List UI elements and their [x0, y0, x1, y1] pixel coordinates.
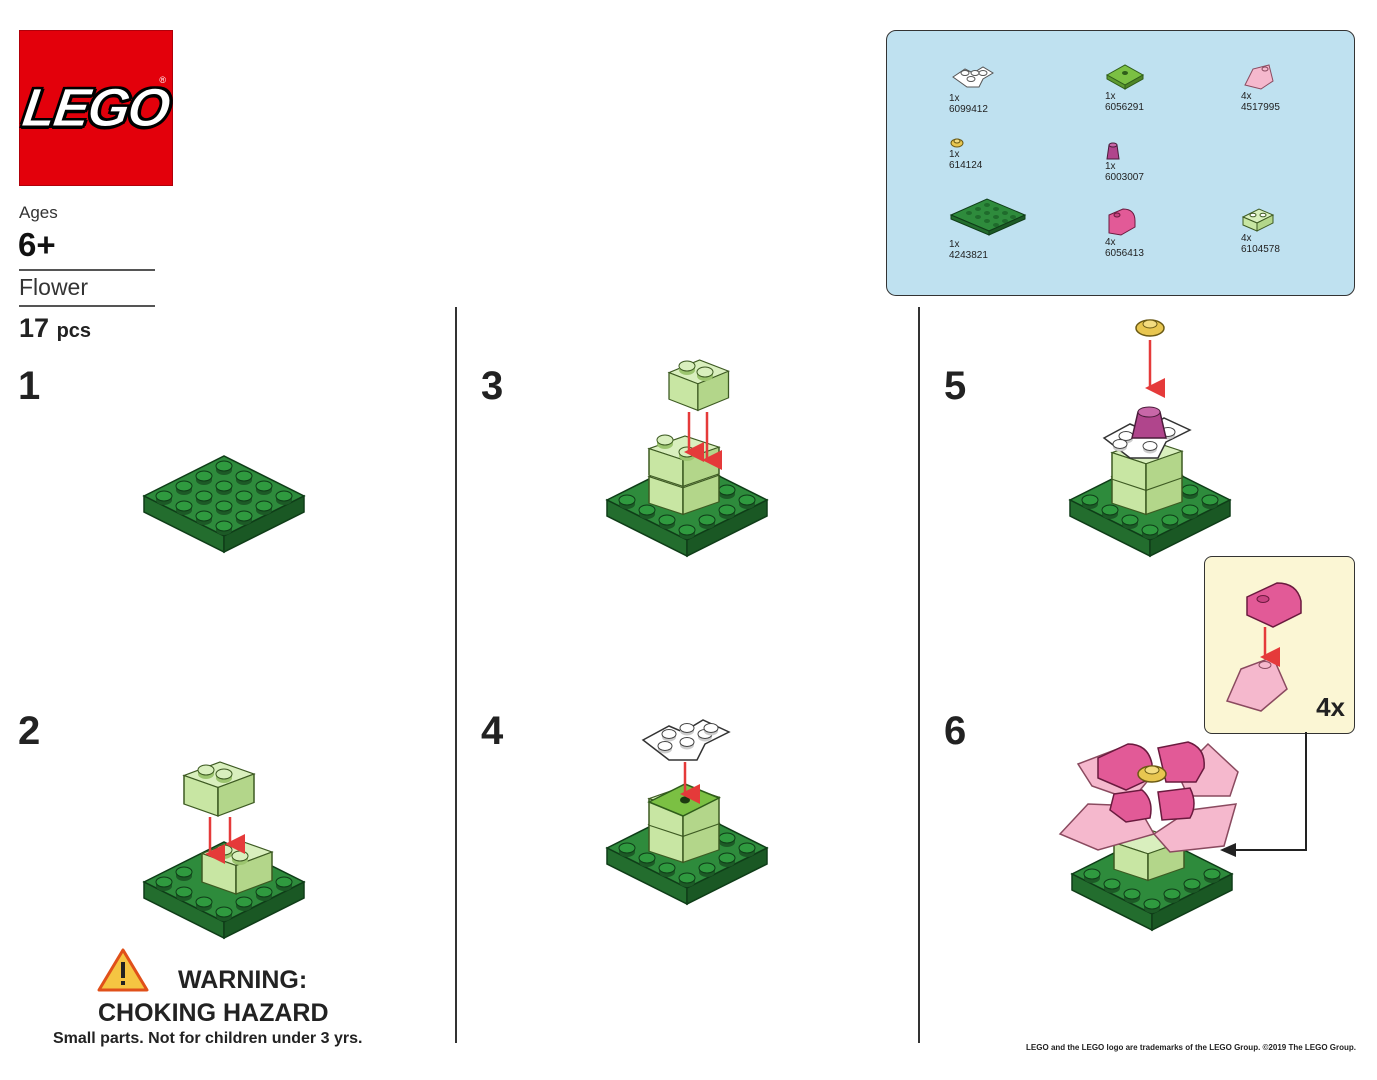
- step-3-illustration: [606, 359, 768, 557]
- step-6-illustration: [1058, 741, 1239, 931]
- warning-title: WARNING:: [178, 966, 308, 994]
- step-5-illustration: [1069, 319, 1231, 557]
- step-number-1: 1: [18, 364, 41, 408]
- ages-label: Ages: [19, 203, 58, 222]
- step-number-5: 5: [944, 364, 967, 408]
- step-number-2: 2: [18, 709, 41, 753]
- white-flower-plate-icon: [952, 66, 994, 88]
- piece-count: 17 pcs: [19, 313, 92, 343]
- petal-subassembly-icon: [1225, 582, 1302, 712]
- light-green-brick-icon: [1241, 208, 1275, 232]
- step-2-illustration: [143, 761, 305, 939]
- trademark-symbol: ®: [159, 75, 166, 85]
- sub-assembly-callout: 4x: [1204, 556, 1355, 734]
- lego-logo: LEGO ®: [19, 30, 173, 186]
- column-divider: [918, 307, 920, 1043]
- ages-value: 6+: [18, 226, 56, 263]
- pink-curved-brick-icon: [1108, 208, 1136, 236]
- purple-cone-icon: [1106, 142, 1120, 160]
- divider: [19, 269, 155, 271]
- lime-tile-plate-icon: [1105, 64, 1145, 90]
- quantity-multiplier: 4x: [1316, 692, 1345, 722]
- warning-detail: Small parts. Not for children under 3 yr…: [53, 1030, 363, 1047]
- warning-triangle-icon: [97, 948, 149, 992]
- step-number-6: 6: [944, 709, 967, 753]
- warning-subtitle: CHOKING HAZARD: [98, 999, 329, 1027]
- divider: [19, 305, 155, 307]
- step-number-4: 4: [481, 709, 504, 753]
- legal-notice: LEGO and the LEGO logo are trademarks of…: [1026, 1043, 1356, 1052]
- green-baseplate-icon: [949, 198, 1027, 236]
- callout-pointer-arrow: [1220, 732, 1307, 857]
- column-divider: [455, 307, 457, 1043]
- step-number-3: 3: [481, 364, 504, 408]
- yellow-round-plate-icon: [950, 138, 964, 148]
- pink-slope-icon: [1244, 64, 1274, 90]
- product-name: Flower: [19, 274, 89, 300]
- step-1-illustration: [143, 455, 305, 553]
- step-4-illustration: [606, 719, 768, 905]
- lego-logo-text: LEGO: [19, 78, 173, 139]
